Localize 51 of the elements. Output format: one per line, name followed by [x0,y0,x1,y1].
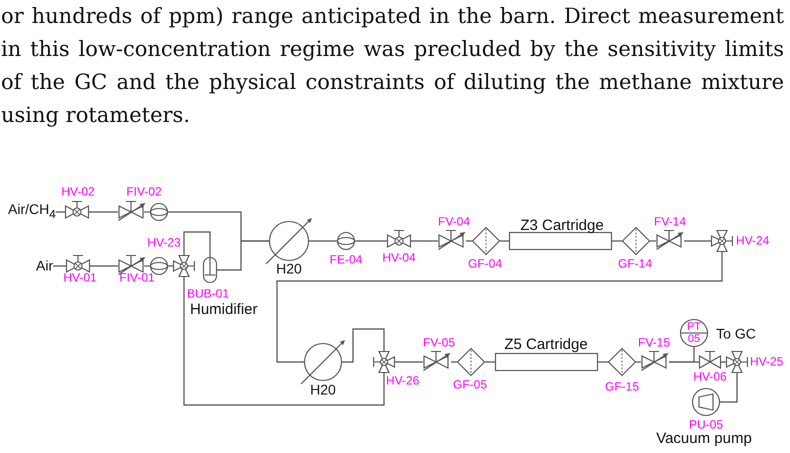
tag-label: FIV-02 [126,185,162,199]
tag-label: FV-14 [654,215,686,229]
pipe-line [342,328,385,363]
pipe-line [183,277,385,406]
component-label: H20 [276,261,302,277]
pipe-line [598,361,608,363]
pipe-line [612,240,622,242]
tag-label: PT 05 [686,321,702,345]
tag-label: BUB-01 [186,287,230,301]
component-label: Humidifier [190,302,258,318]
pipe-line [309,240,337,242]
component-label: Vacuum pump [656,430,752,448]
pipe-line [684,240,711,242]
inlet-label: Air/CH$_{4}$ [8,202,56,222]
tag-label: FIV-01 [119,271,155,285]
tag-label: PU-05 [689,418,723,432]
pipe-line [90,265,118,267]
tag-label: HV-23 [147,236,181,250]
tag-label: HV-24 [736,234,770,248]
pipe-line [395,361,423,363]
pipe-line [276,252,723,363]
tag-label: HV-04 [382,251,416,265]
pipe-line [89,211,118,213]
destination-label: To GC [716,326,756,342]
inlet-label: Air [36,258,54,274]
pipe-line [183,231,211,257]
tag-label: FV-05 [423,336,455,350]
component-label: H20 [310,382,336,398]
tag-label: HV-01 [63,271,97,285]
pipe-line [411,240,438,242]
tag-label: HV-26 [386,374,420,388]
pipe-line [53,265,66,267]
tag-label: HV-02 [61,185,95,199]
pipe-line [56,211,65,213]
tag-label: GF-04 [468,257,502,271]
component-label: Z5 Cartridge [504,336,588,354]
tag-label: FE-04 [330,253,362,267]
tag-label: GF-15 [605,380,639,394]
body-paragraph: or hundreds of ppm) range anticipated in the barn. Direct measurement in this low-concentration regime was precluded by the sensitivity limits of the GC and the physical constraints of diluting the methane mixture using rotameters. [1,3,784,129]
tag-label: HV-06 [693,370,727,384]
pipe-line [669,361,699,363]
component-label: Z3 Cartridge [520,218,604,234]
pipe-line [485,361,495,363]
tag-label: FV-04 [438,215,470,229]
tag-label: FV-15 [638,336,670,350]
pipe-line [720,373,738,403]
tag-label: GF-05 [453,378,487,392]
pipe-line [355,240,387,242]
tag-label: GF-14 [618,257,652,271]
tag-label: HV-25 [750,355,784,369]
pipe-line [217,240,269,271]
